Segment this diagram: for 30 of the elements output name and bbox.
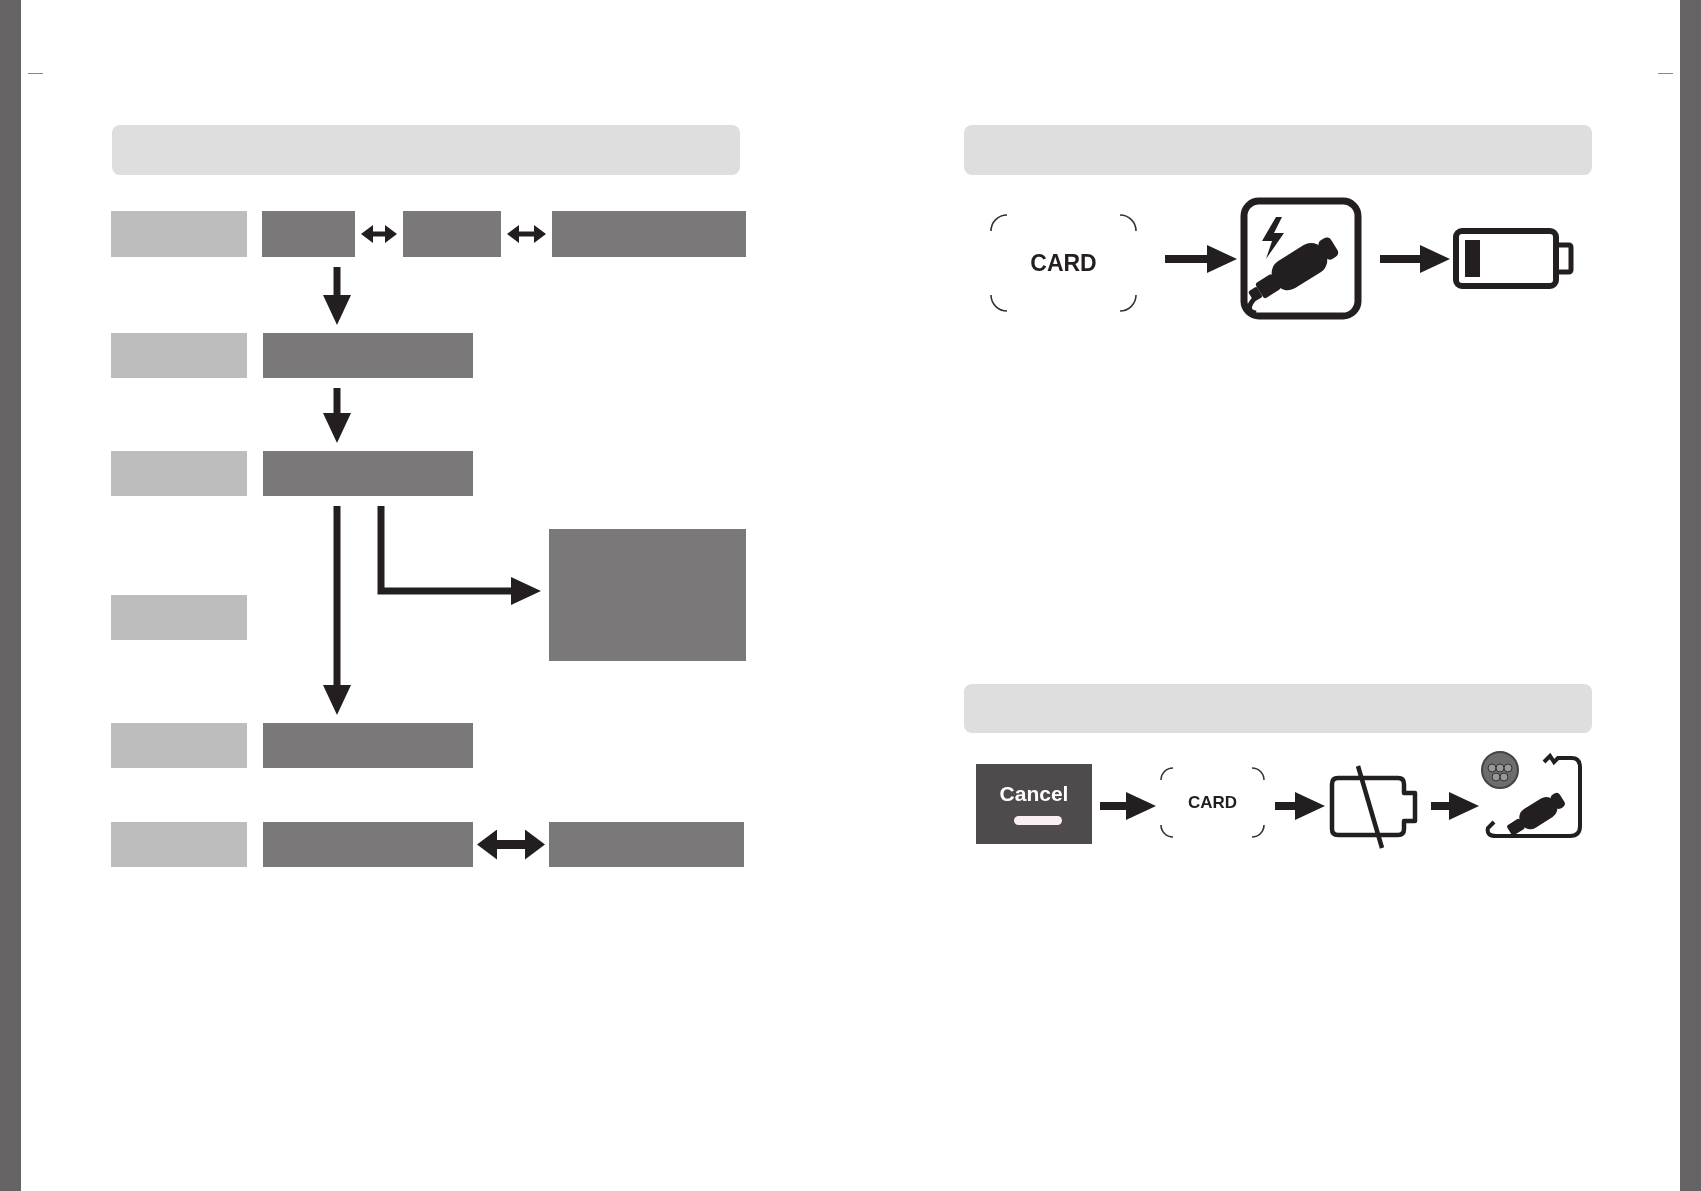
process-box <box>403 211 501 257</box>
header-band <box>964 125 1592 175</box>
card-reader-frame <box>990 214 1137 312</box>
process-box <box>263 333 473 378</box>
card-label: CARD <box>1029 250 1098 277</box>
card-reader-frame <box>1160 767 1265 838</box>
cancel-key <box>976 764 1092 844</box>
card-label: CARD <box>1186 792 1239 813</box>
label-box <box>111 723 247 768</box>
arrow <box>507 225 546 243</box>
plug-and-socket-icon <box>1482 750 1583 838</box>
label-box <box>111 822 247 867</box>
label-box <box>111 595 247 640</box>
label-box <box>111 211 247 257</box>
charging-plug-icon <box>1240 197 1362 320</box>
header-band <box>964 684 1592 733</box>
label-box <box>111 333 247 378</box>
process-box <box>263 723 473 768</box>
key-label: Cancel <box>998 782 1070 806</box>
process-box <box>263 451 473 496</box>
low-battery-icon <box>1453 228 1575 289</box>
header-band <box>112 125 740 175</box>
process-box <box>262 211 355 257</box>
label-box <box>111 451 247 496</box>
arrow <box>361 225 397 243</box>
process-box <box>549 529 746 661</box>
process-box <box>549 822 744 867</box>
process-box <box>263 822 473 867</box>
process-box <box>552 211 746 257</box>
arrow <box>477 829 545 860</box>
